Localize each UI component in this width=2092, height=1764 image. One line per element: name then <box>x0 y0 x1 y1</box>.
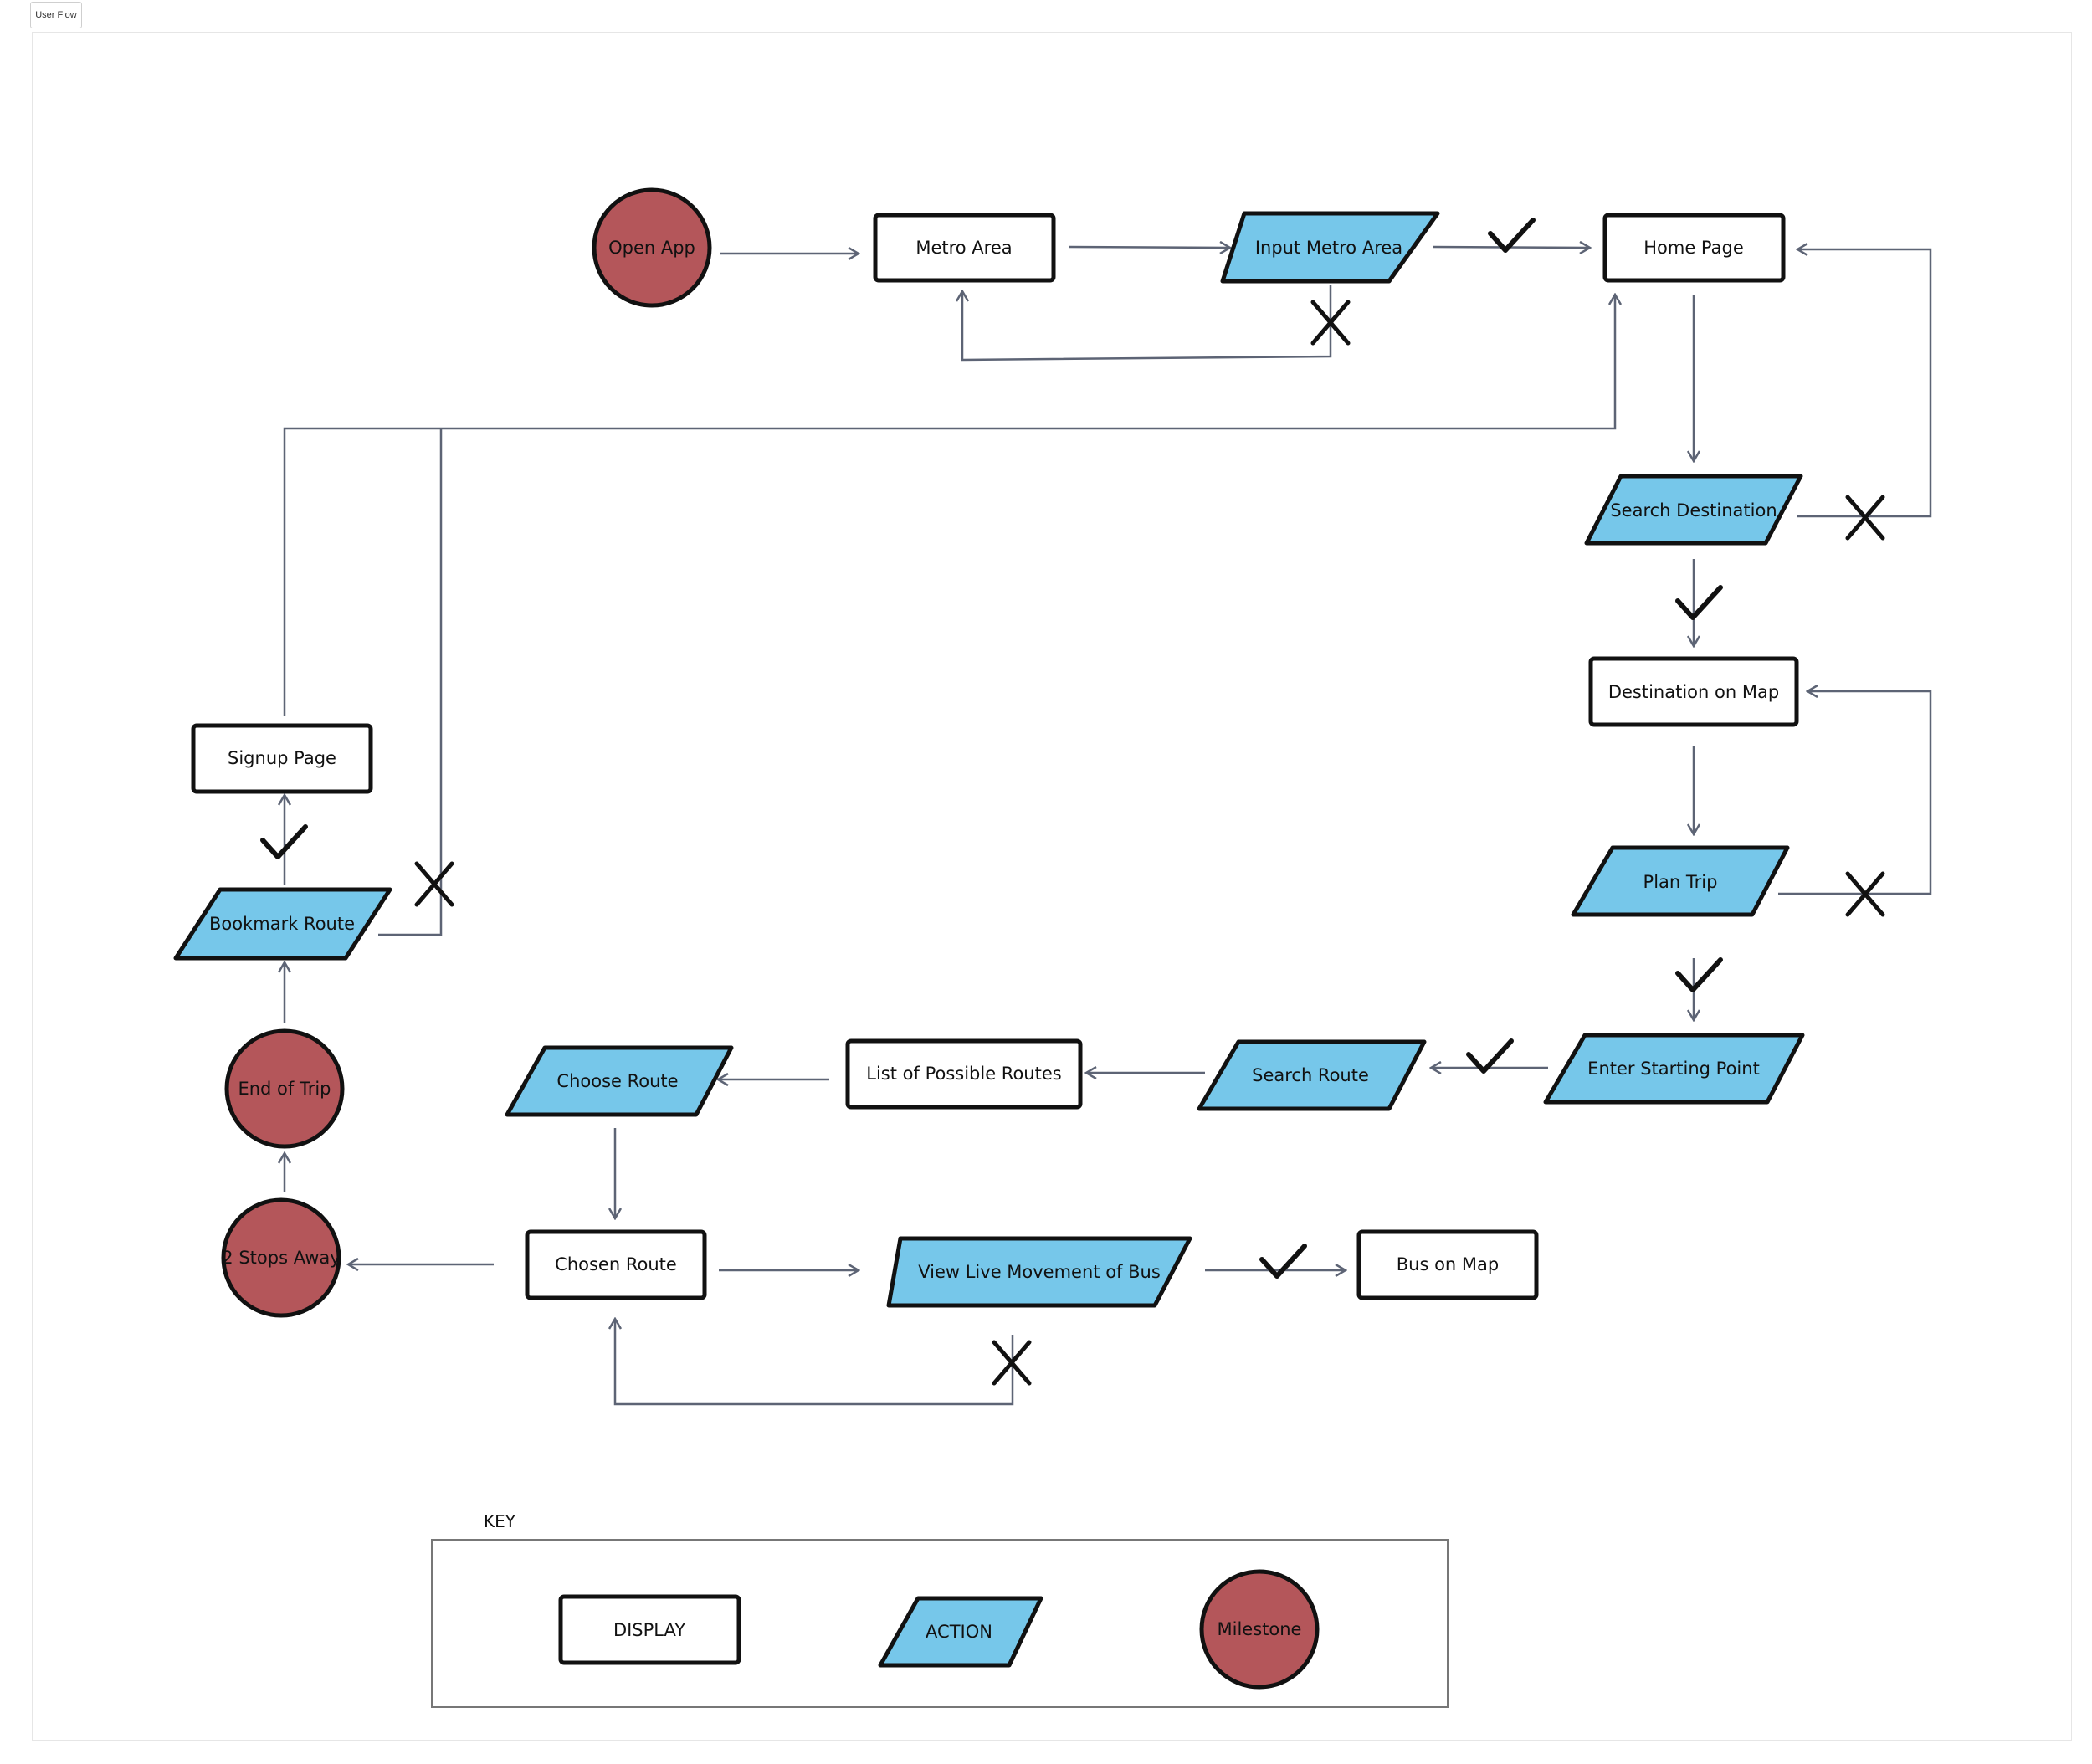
node-enter-starting-point[interactable]: Enter Starting Point <box>1543 1033 1805 1105</box>
check-icon <box>260 824 308 859</box>
svg-text:Open App: Open App <box>608 238 695 258</box>
node-search-route[interactable]: Search Route <box>1197 1039 1427 1111</box>
svg-text:ACTION: ACTION <box>926 1622 992 1642</box>
svg-text:List of Possible Routes: List of Possible Routes <box>866 1064 1061 1084</box>
connector-metroarea-input <box>1068 247 1230 248</box>
svg-text:Signup Page: Signup Page <box>228 748 336 768</box>
node-view-live-movement[interactable]: View Live Movement of Bus <box>886 1236 1192 1308</box>
legend-box <box>431 1539 1449 1708</box>
node-chosen-route[interactable]: Chosen Route <box>525 1229 707 1300</box>
legend-title: KEY <box>484 1511 516 1531</box>
cross-icon <box>1310 300 1351 346</box>
cross-icon <box>992 1340 1032 1386</box>
check-icon <box>1466 1038 1514 1074</box>
node-bookmark-route[interactable]: Bookmark Route <box>173 887 392 961</box>
svg-text:DISPLAY: DISPLAY <box>613 1620 685 1640</box>
svg-text:Bookmark Route: Bookmark Route <box>209 914 355 934</box>
node-open-app[interactable]: Open App <box>592 187 712 308</box>
node-input-metro-area[interactable]: Input Metro Area <box>1220 211 1440 284</box>
legend: KEY DISPLAY ACTION Milestone <box>431 1511 1449 1708</box>
node-list-of-possible-routes[interactable]: List of Possible Routes <box>845 1038 1083 1110</box>
user-flow-tab[interactable]: User Flow <box>30 2 82 28</box>
node-choose-route[interactable]: Choose Route <box>505 1045 734 1117</box>
svg-text:View Live Movement of Bus: View Live Movement of Bus <box>918 1262 1161 1282</box>
svg-text:Milestone: Milestone <box>1218 1619 1302 1639</box>
canvas-frame <box>32 32 2072 1741</box>
cross-icon <box>414 861 454 907</box>
svg-text:Destination on Map: Destination on Map <box>1608 682 1779 702</box>
connector-bookmark-fail-homepage <box>378 428 443 936</box>
svg-text:Input Metro Area: Input Metro Area <box>1255 238 1402 258</box>
cross-icon <box>1845 871 1885 917</box>
svg-text:Bus on Map: Bus on Map <box>1397 1254 1499 1274</box>
connector-input-fail-metroarea <box>962 285 1332 362</box>
legend-milestone: Milestone <box>1199 1569 1320 1690</box>
node-end-of-trip[interactable]: End of Trip <box>224 1028 345 1149</box>
connector-plantrip-fail-destmap <box>1778 691 1932 895</box>
connector-search-fail-homepage <box>1797 249 1932 518</box>
node-two-stops-away[interactable]: 2 Stops Away <box>221 1197 341 1318</box>
svg-text:End of Trip: End of Trip <box>238 1079 331 1099</box>
svg-text:Home Page: Home Page <box>1643 238 1744 258</box>
check-icon <box>1488 218 1536 253</box>
svg-text:Search Destination: Search Destination <box>1610 500 1777 520</box>
svg-text:Chosen Route: Chosen Route <box>555 1254 677 1274</box>
check-icon <box>1675 957 1723 992</box>
svg-text:Enter Starting Point: Enter Starting Point <box>1587 1059 1760 1079</box>
cross-icon <box>1845 495 1885 541</box>
legend-action: ACTION <box>878 1596 1043 1668</box>
node-plan-trip[interactable]: Plan Trip <box>1571 845 1790 917</box>
connector-viewlive-fail-chosen <box>615 1319 1014 1406</box>
connector-signup-homepage <box>283 295 1615 716</box>
svg-text:Search Route: Search Route <box>1252 1065 1369 1085</box>
svg-text:Choose Route: Choose Route <box>556 1071 678 1091</box>
legend-display: DISPLAY <box>558 1594 741 1665</box>
check-icon <box>1259 1244 1307 1279</box>
check-icon <box>1675 585 1723 620</box>
svg-text:Plan Trip: Plan Trip <box>1643 872 1718 892</box>
svg-text:Metro Area: Metro Area <box>915 238 1012 258</box>
node-metro-area[interactable]: Metro Area <box>873 213 1056 283</box>
node-search-destination[interactable]: Search Destination <box>1584 474 1803 546</box>
node-home-page[interactable]: Home Page <box>1602 213 1786 283</box>
node-signup-page[interactable]: Signup Page <box>191 723 373 794</box>
node-destination-on-map[interactable]: Destination on Map <box>1588 656 1799 727</box>
svg-text:2 Stops Away: 2 Stops Away <box>222 1248 340 1268</box>
node-bus-on-map[interactable]: Bus on Map <box>1356 1229 1539 1300</box>
